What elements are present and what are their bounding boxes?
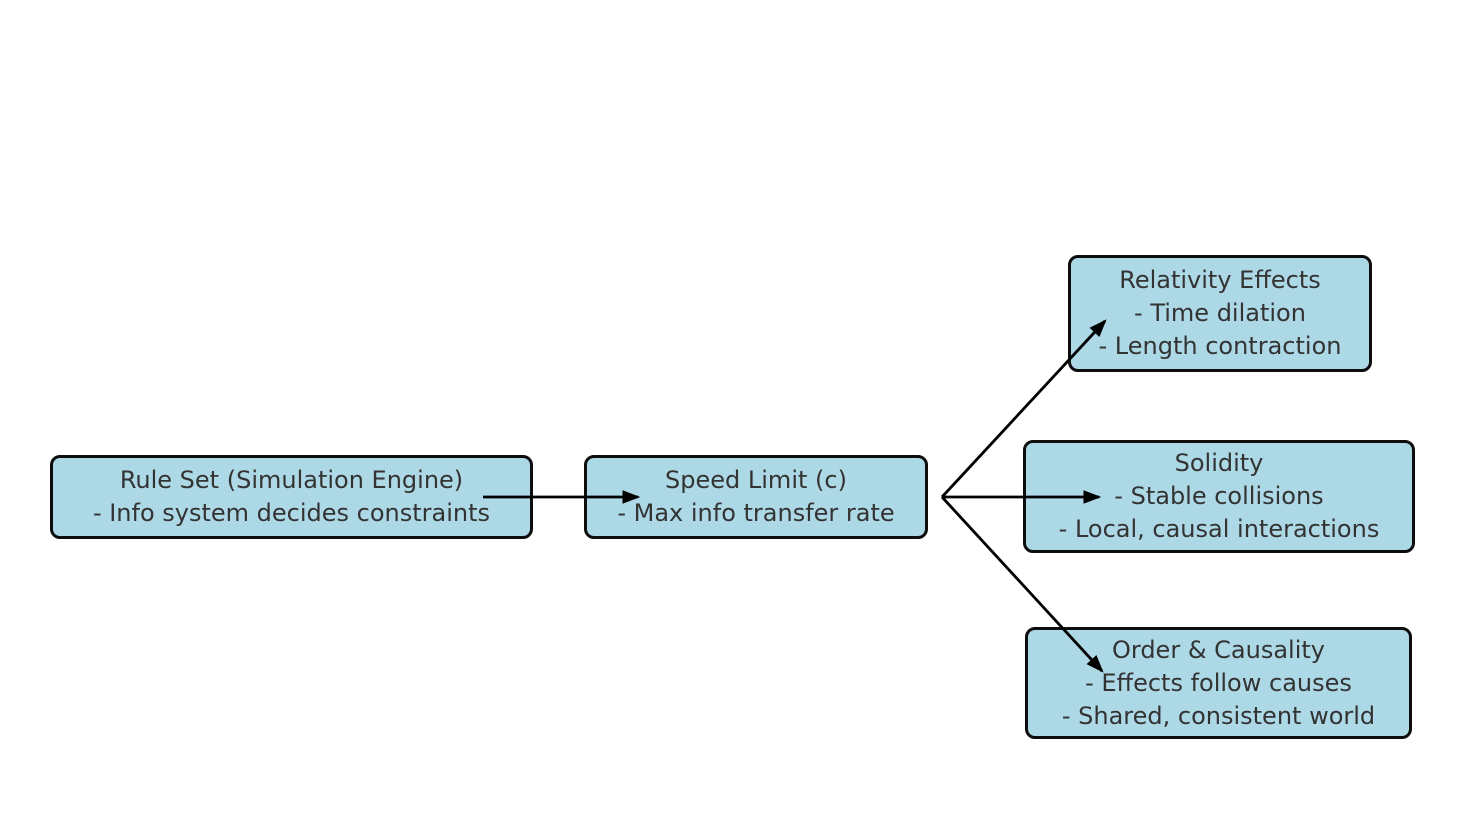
node-bullet: - Stable collisions	[1114, 482, 1324, 510]
node-bullet: - Max info transfer rate	[617, 499, 895, 527]
node-bullet: - Info system decides constraints	[92, 499, 491, 527]
node-bullet: - Shared, consistent world	[1061, 701, 1376, 730]
node-bullet: - Time dilation	[1134, 299, 1306, 327]
node-bullet: - Effects follow causes	[1085, 668, 1352, 697]
node-title: Solidity	[1174, 449, 1264, 477]
node-relativity-effects: Relativity Effects - Time dilation - Len…	[1068, 255, 1372, 372]
node-speed-limit: Speed Limit (c) - Max info transfer rate	[584, 455, 928, 539]
node-title: Order & Causality	[1111, 635, 1325, 664]
node-solidity: Solidity - Stable collisions - Local, ca…	[1023, 440, 1415, 553]
node-title: Speed Limit (c)	[665, 466, 847, 494]
node-title: Rule Set (Simulation Engine)	[119, 466, 464, 494]
node-rule-set: Rule Set (Simulation Engine) - Info syst…	[50, 455, 533, 539]
node-title: Relativity Effects	[1119, 266, 1321, 294]
node-order-causality: Order & Causality - Effects follow cause…	[1025, 627, 1412, 739]
node-bullet: - Local, causal interactions	[1058, 515, 1380, 543]
node-bullet: - Length contraction	[1098, 332, 1342, 360]
